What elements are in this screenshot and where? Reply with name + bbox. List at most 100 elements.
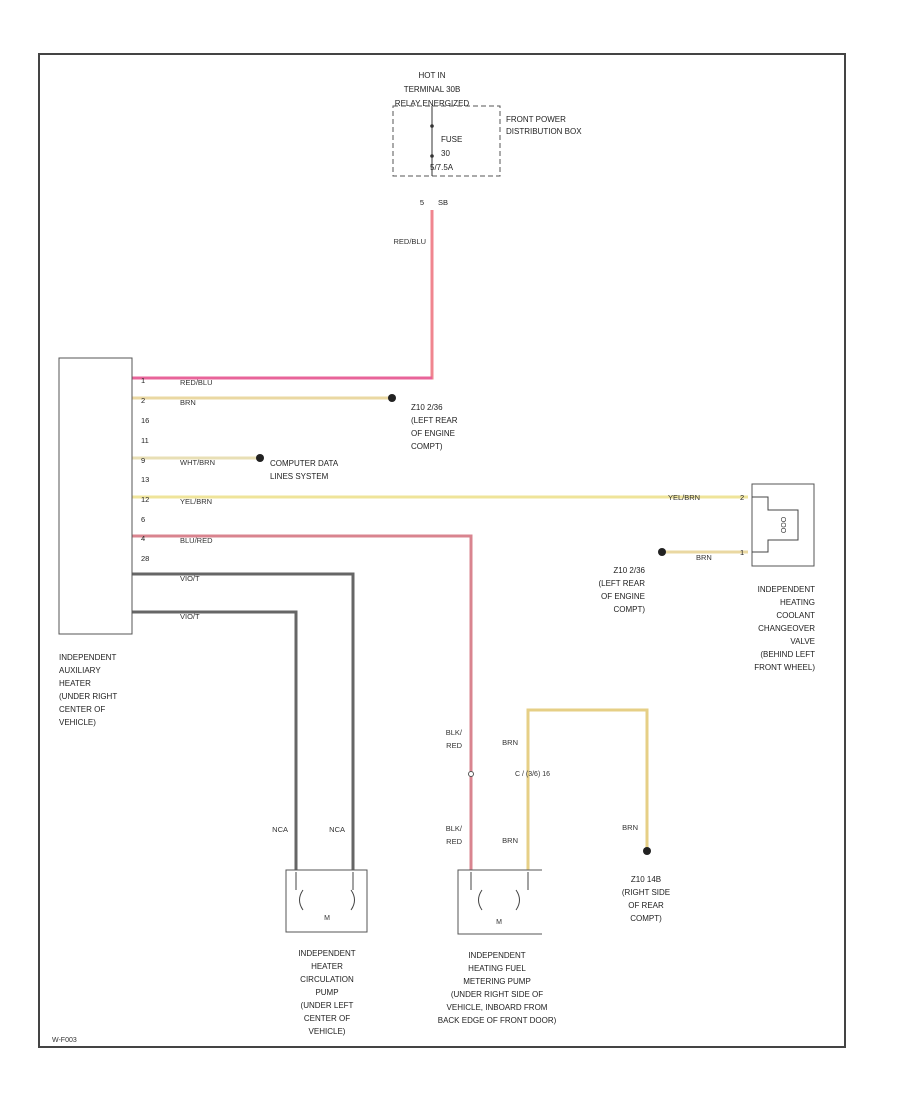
data-lines-label-1: COMPUTER DATA (270, 459, 339, 468)
circ-pump-label-5: (UNDER LEFT (301, 1001, 354, 1010)
auxiliary-heater: 1 2 16 11 9 13 12 6 4 28 RED/BLU BRN WHT… (58, 357, 215, 727)
ground-valve-label-1: Z10 2/36 (613, 566, 645, 575)
fuel-pump-box (457, 869, 542, 935)
heater-pin-8: 6 (141, 515, 145, 524)
wire-blu-red (132, 534, 473, 872)
heater-label-2: AUXILIARY (59, 666, 101, 675)
valve-label-1: INDEPENDENT (758, 585, 815, 594)
fuel-brn-upper: BRN (502, 738, 518, 747)
heater-pin-4: 11 (141, 436, 149, 445)
heater-pin-1: 1 (141, 376, 145, 385)
fuel-wire-lower-2: RED (446, 837, 462, 846)
circ-pump-motor: M (324, 915, 330, 922)
power-wire-label: RED/BLU (393, 237, 426, 246)
valve-label-3: COOLANT (776, 611, 815, 620)
fuel-pump-label-6: BACK EDGE OF FRONT DOOR) (438, 1016, 557, 1025)
heater-pin-6: 13 (141, 475, 149, 484)
heater-pin-10: 28 (141, 554, 149, 563)
heater-label-1: INDEPENDENT (59, 653, 116, 662)
circ-pump-label-6: CENTER OF (304, 1014, 350, 1023)
fuel-pump-label-2: HEATING FUEL (468, 964, 526, 973)
ground-rear-label-4: COMPT) (630, 914, 662, 923)
circ-pump-label-3: CIRCULATION (300, 975, 354, 984)
heater-label-4: (UNDER RIGHT (59, 692, 117, 701)
diagram-border (38, 53, 846, 1048)
fuel-connector-dot (468, 771, 474, 777)
circulation-pump: NCA NCA M INDEPENDENT HEATER CIRCULATION… (272, 825, 368, 1036)
fuel-pump-label-1: INDEPENDENT (468, 951, 525, 960)
valve-label-5: VALVE (790, 637, 815, 646)
heater-wire-circ2: VIO/T (180, 612, 200, 621)
heater-wire-circ1: VIO/T (180, 574, 200, 583)
ground-left-label-4: COMPT) (411, 442, 443, 451)
valve-wire-top: YEL/BRN (668, 493, 700, 502)
circ-wire-left: NCA (272, 825, 288, 834)
ground-rear-label-3: OF REAR (628, 901, 664, 910)
fuel-wire-lower-1: BLK/ (446, 824, 463, 833)
valve-symbol: OOO (781, 516, 788, 533)
fuel-pump-motor: M (496, 919, 502, 926)
figure-id: W-F003 (52, 1037, 77, 1044)
valve-label-7: FRONT WHEEL) (754, 663, 815, 672)
ground-left-dot (388, 394, 396, 402)
fuel-wire-upper-2: RED (446, 741, 462, 750)
fuse-rating: 5/7.5A (430, 163, 454, 172)
hot-label-3: RELAY ENERGIZED (395, 99, 470, 108)
fuel-wire-upper-1: BLK/ (446, 728, 463, 737)
ground-valve: Z10 2/36 (LEFT REAR OF ENGINE COMPT) (598, 548, 666, 614)
circ-pump-motor-bracket (299, 889, 355, 911)
power-pin-right: SB (438, 198, 448, 207)
valve-pin-1: 2 (740, 493, 744, 502)
wire-red-blu (132, 210, 434, 380)
circ-pump-label-1: INDEPENDENT (298, 949, 355, 958)
wire-brn-pump (526, 708, 649, 872)
fuel-pump-motor-bracket (478, 889, 520, 911)
ground-valve-label-4: COMPT) (613, 605, 645, 614)
valve-label-6: (BEHIND LEFT (760, 650, 815, 659)
valve-solenoid (752, 496, 799, 553)
heater-pin-2: 2 (141, 396, 145, 405)
changeover-valve: YEL/BRN BRN 2 1 OOO INDEPENDENT HEATING … (668, 483, 815, 672)
wire-vio-2 (132, 610, 298, 872)
heater-wire-data: WHT/BRN (180, 458, 215, 467)
heater-label-5: CENTER OF (59, 705, 105, 714)
hot-label-2: TERMINAL 30B (404, 85, 461, 94)
ground-left-label-3: OF ENGINE (411, 429, 455, 438)
fuel-connector-label: C / (3/6) 16 (515, 771, 550, 778)
heater-label-6: VEHICLE) (59, 718, 96, 727)
fuel-brn-lower: BRN (502, 836, 518, 845)
ground-valve-label-3: OF ENGINE (601, 592, 645, 601)
circ-pump-label-4: PUMP (315, 988, 338, 997)
heater-wire-ground: BRN (180, 398, 196, 407)
heater-label-3: HEATER (59, 679, 91, 688)
ground-left: Z10 2/36 (LEFT REAR OF ENGINE COMPT) (388, 394, 458, 451)
box-label-1: FRONT POWER (506, 115, 566, 124)
heater-pin-5: 9 (141, 456, 145, 465)
wire-vio-1 (132, 572, 355, 872)
ground-valve-label-2: (LEFT REAR (598, 579, 645, 588)
fuel-metering-pump: BLK/ RED BLK/ RED BRN C / (3/6) 16 BRN M… (438, 728, 557, 1025)
ground-left-label-1: Z10 2/36 (411, 403, 443, 412)
heater-pin-9: 4 (141, 534, 145, 543)
heater-wire-valve: YEL/BRN (180, 497, 212, 506)
circ-pump-label-2: HEATER (311, 962, 343, 971)
valve-label-2: HEATING (780, 598, 815, 607)
hot-label-1: HOT IN (419, 71, 446, 80)
ground-rear-dot (643, 847, 651, 855)
ground-rear: BRN Z10 14B (RIGHT SIDE OF REAR COMPT) (622, 823, 670, 923)
fuel-pump-label-3: METERING PUMP (463, 977, 531, 986)
ground-rear-wire: BRN (622, 823, 638, 832)
ground-rear-label-1: Z10 14B (631, 875, 661, 884)
data-lines: COMPUTER DATA LINES SYSTEM (256, 454, 339, 481)
fuse-label: FUSE (441, 135, 462, 144)
circ-pump-label-7: VEHICLE) (309, 1027, 346, 1036)
valve-label-4: CHANGEOVER (758, 624, 815, 633)
power-pin-left: 5 (420, 198, 424, 207)
valve-pin-2: 1 (740, 548, 744, 557)
box-label-2: DISTRIBUTION BOX (506, 127, 582, 136)
fuel-pump-label-4: (UNDER RIGHT SIDE OF (451, 990, 543, 999)
heater-wire-fuel: BLU/RED (180, 536, 213, 545)
heater-pin-7: 12 (141, 495, 149, 504)
heater-wire-power: RED/BLU (180, 378, 213, 387)
